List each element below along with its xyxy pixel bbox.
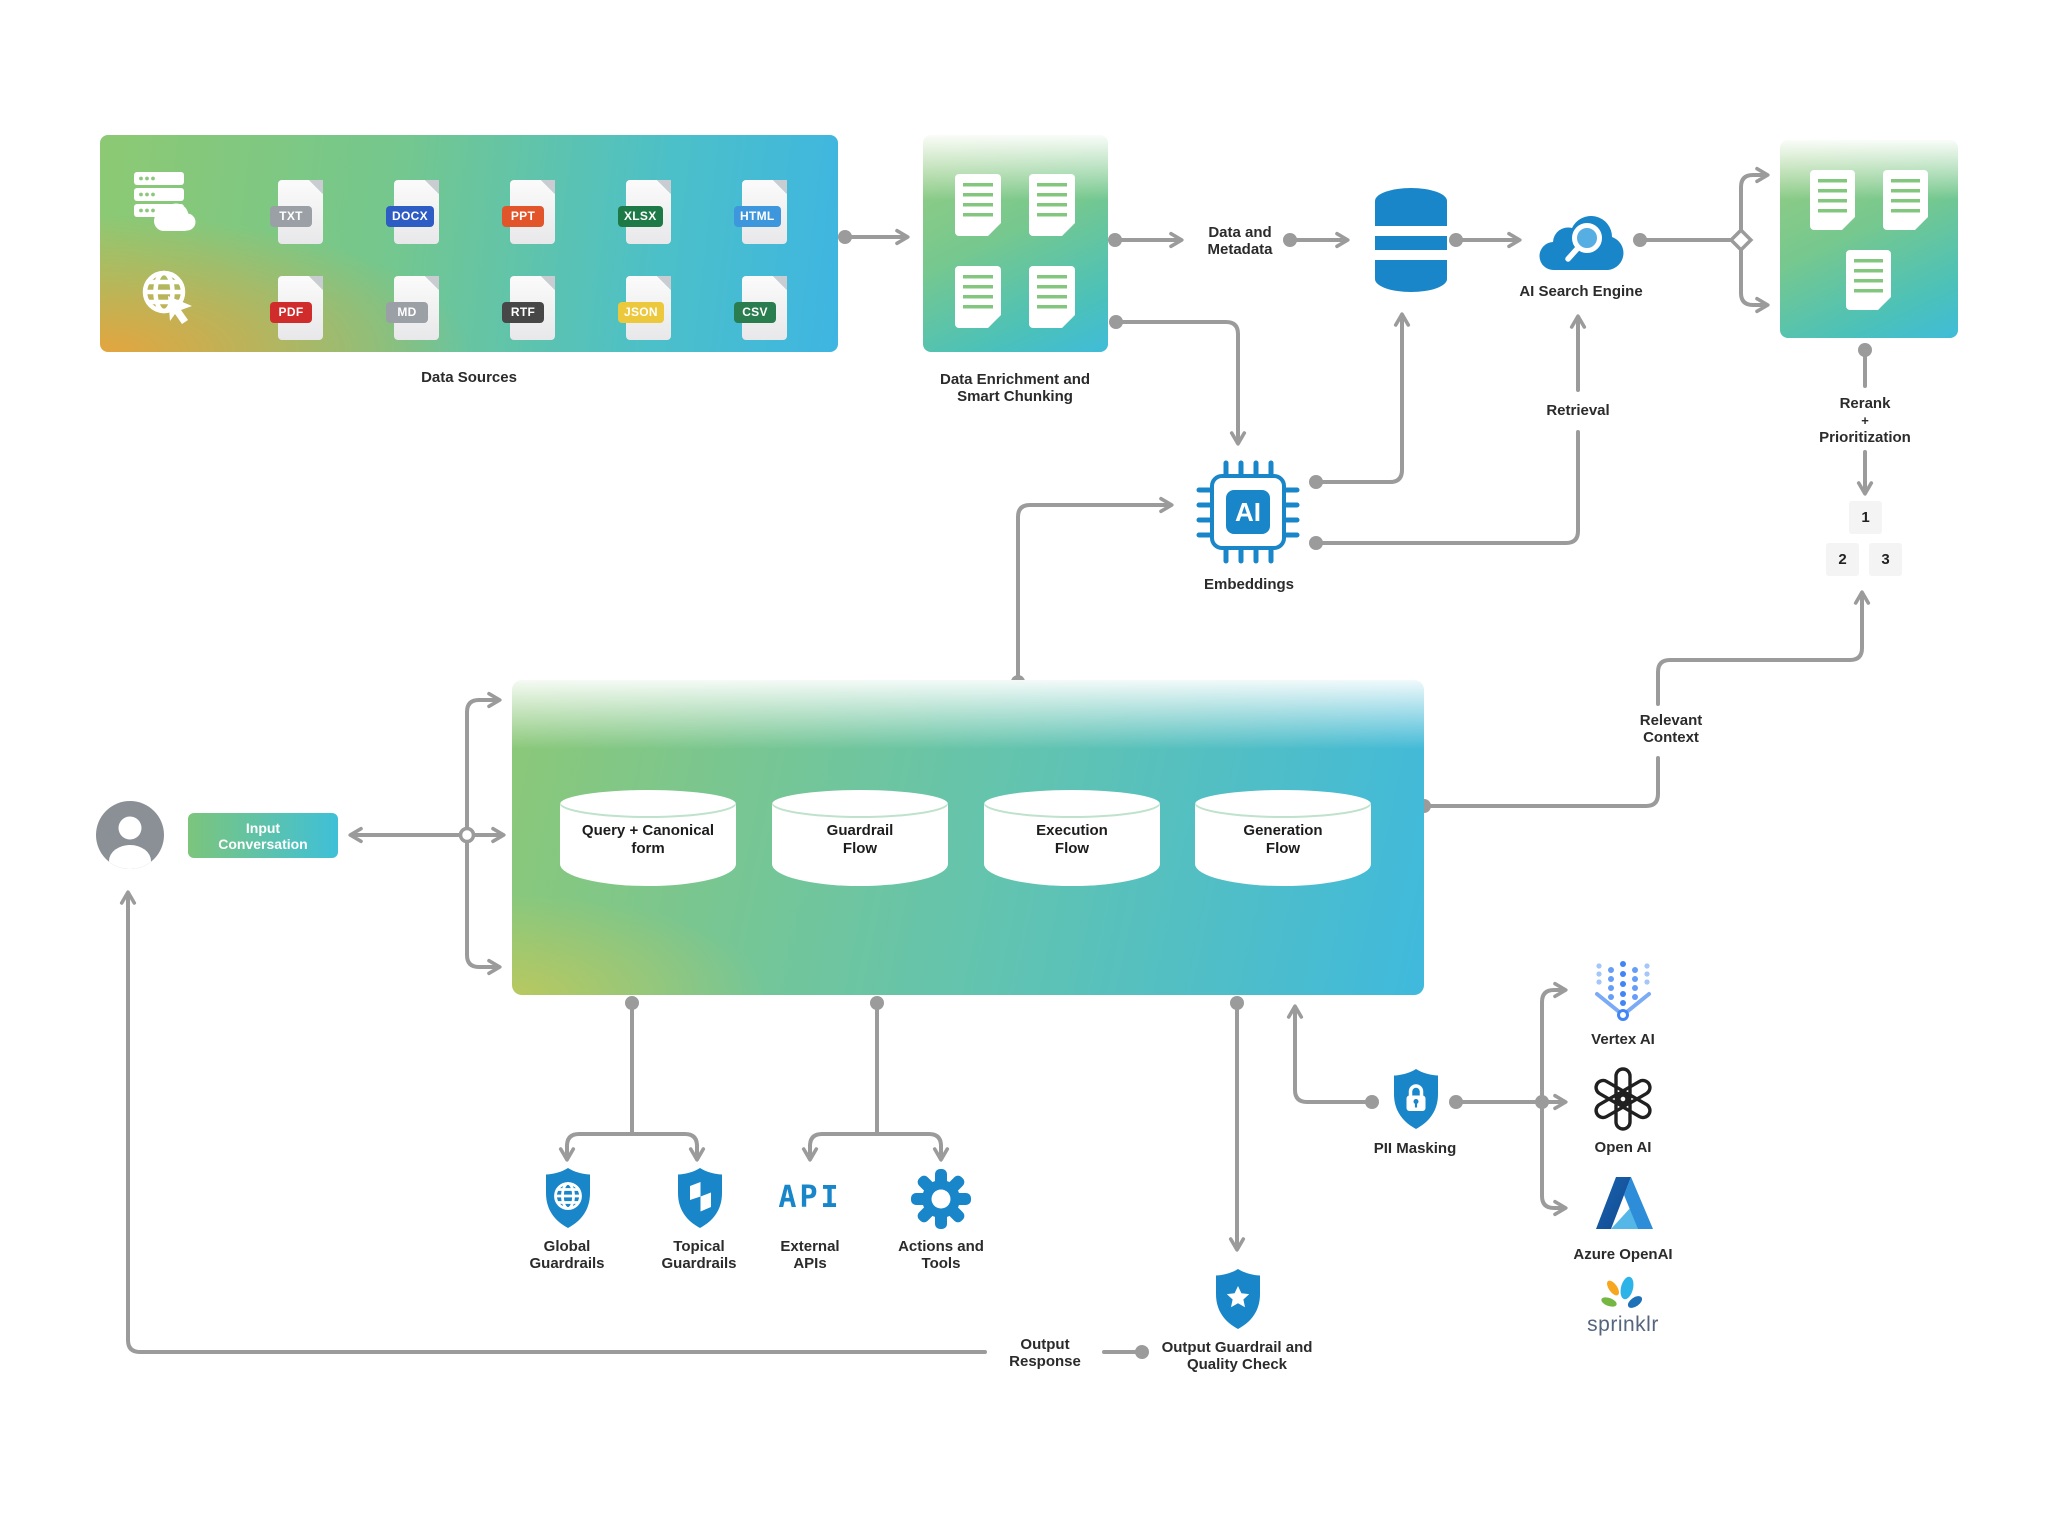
openai-icon <box>1594 1067 1652 1131</box>
topical-guardrails-icon <box>678 1168 722 1228</box>
rank-2-box: 2 <box>1826 543 1859 576</box>
document-icon <box>1810 170 1855 230</box>
document-icon <box>1029 266 1075 328</box>
azure-openai-label: Azure OpenAI <box>1573 1246 1673 1263</box>
server-cloud-icon <box>134 172 196 231</box>
azure-openai-icon <box>1596 1177 1653 1229</box>
svg-text:AI: AI <box>1235 497 1261 527</box>
document-icon <box>1883 170 1928 230</box>
document-icon <box>1029 174 1075 236</box>
gear-icon <box>911 1169 971 1229</box>
input-conversation-badge: Input Conversation <box>188 813 338 858</box>
openai-label: Open AI <box>1594 1139 1652 1156</box>
document-icon <box>1846 250 1891 310</box>
relevant-context-label: Relevant Context <box>1639 712 1703 746</box>
output-guardrail-icon <box>1216 1269 1260 1329</box>
embeddings-label: Embeddings <box>1203 576 1295 593</box>
ai-search-engine-icon <box>1539 215 1624 271</box>
pii-masking-icon <box>1394 1069 1438 1129</box>
branch-junction-diamond <box>1728 227 1754 253</box>
pii-masking-label: PII Masking <box>1373 1140 1457 1157</box>
web-globe-icon <box>142 270 192 324</box>
sprinklr-label: sprinklr <box>1587 1313 1659 1336</box>
vertex-ai-icon <box>1595 961 1651 1021</box>
sprinklr-icon <box>1601 1276 1643 1308</box>
rerank-label: Rerank + Prioritization <box>1819 395 1911 446</box>
rank-1-box: 1 <box>1849 501 1882 534</box>
ai-search-engine-label: AI Search Engine <box>1519 283 1643 300</box>
vertex-ai-label: Vertex AI <box>1591 1031 1655 1048</box>
data-sources-panel <box>100 135 838 352</box>
branch-junction-circle <box>458 826 476 844</box>
document-icon <box>955 174 1001 236</box>
user-avatar <box>96 801 164 869</box>
global-guardrails-icon <box>546 1168 590 1228</box>
data-sources-label: Data Sources <box>421 369 517 386</box>
enrichment-panel <box>923 135 1108 352</box>
database-icon <box>1372 188 1450 292</box>
external-api-icon: API <box>778 1180 842 1215</box>
rank-3-box: 3 <box>1869 543 1902 576</box>
document-icon <box>955 266 1001 328</box>
data-metadata-label: Data and Metadata <box>1207 224 1273 258</box>
embeddings-chip-icon: AI <box>1196 460 1300 564</box>
enrichment-label: Data Enrichment and Smart Chunking <box>939 371 1091 405</box>
retrieval-label: Retrieval <box>1546 402 1610 419</box>
